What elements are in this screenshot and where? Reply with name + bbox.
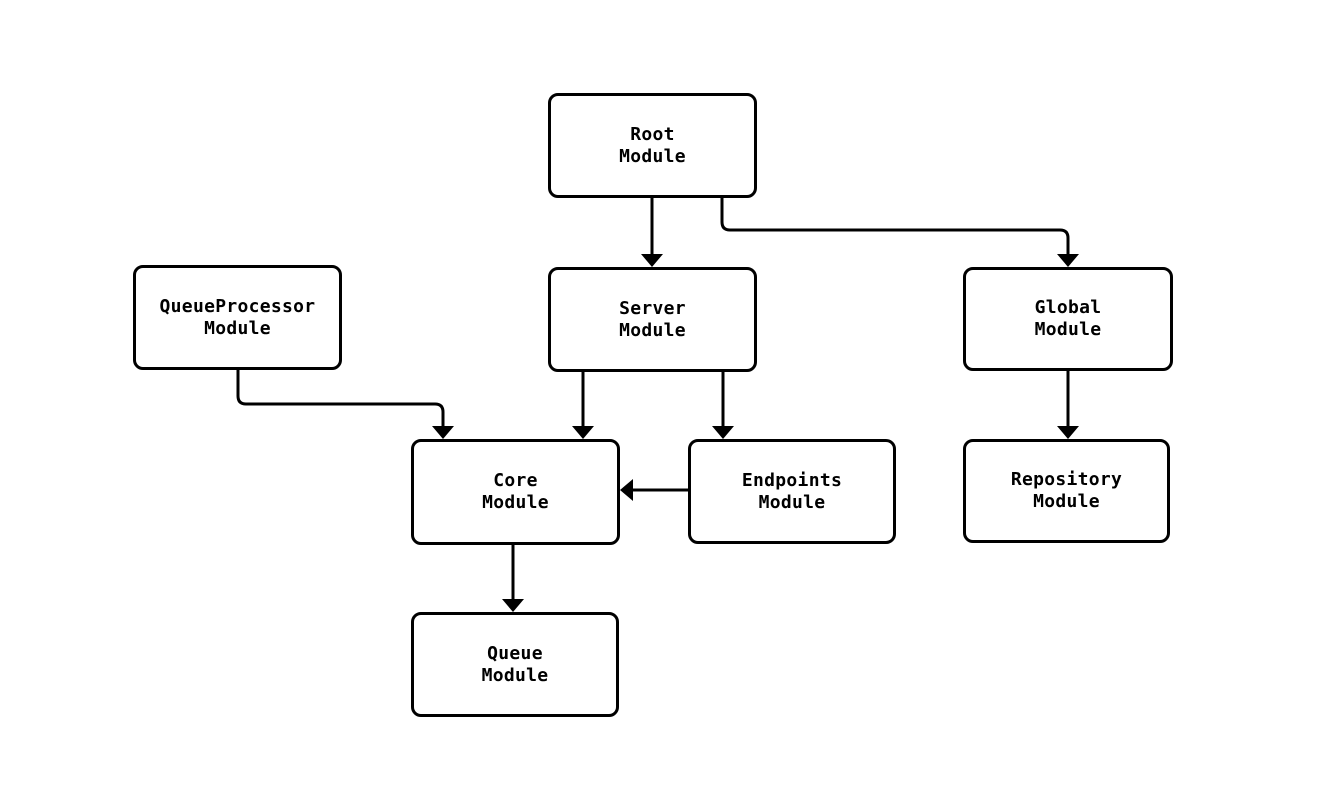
arrowhead-server-to-core xyxy=(572,426,594,439)
arrowhead-global-to-repository xyxy=(1057,426,1079,439)
node-queueprocessor-module: QueueProcessor Module xyxy=(133,265,342,370)
edge-root-to-global xyxy=(720,198,1070,254)
node-queue-module: Queue Module xyxy=(411,612,619,717)
arrowhead-server-to-endpoints xyxy=(712,426,734,439)
arrowhead-core-to-queue xyxy=(502,599,524,612)
node-core-module: Core Module xyxy=(411,439,620,545)
arrowhead-queueprocessor-to-core xyxy=(432,426,454,439)
node-server-module: Server Module xyxy=(548,267,757,372)
node-global-module: Global Module xyxy=(963,267,1173,371)
arrowhead-root-to-global xyxy=(1057,254,1079,267)
node-root-module: Root Module xyxy=(548,93,757,198)
arrowhead-endpoints-to-core xyxy=(620,479,633,501)
arrowhead-root-to-server xyxy=(641,254,663,267)
node-repository-module: Repository Module xyxy=(963,439,1170,543)
node-endpoints-module: Endpoints Module xyxy=(688,439,896,544)
edge-queueprocessor-to-core xyxy=(236,370,445,426)
